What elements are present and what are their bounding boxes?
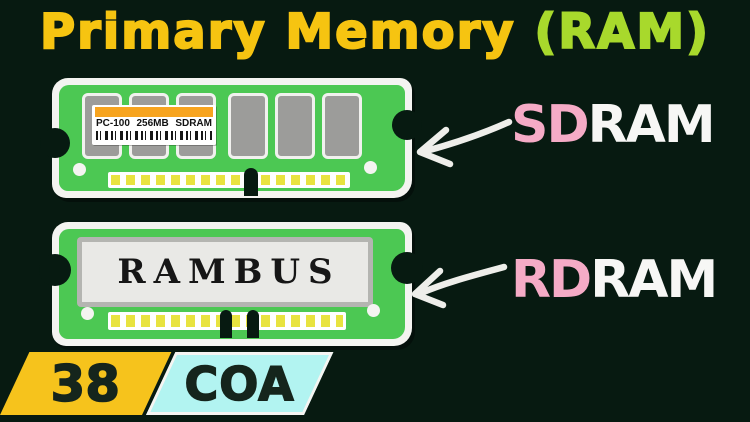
side-notch	[392, 110, 422, 140]
edge-connector-notch	[220, 310, 232, 338]
rdram-label-suffix: RAM	[590, 250, 718, 310]
memory-chip	[322, 93, 362, 159]
memory-chip	[228, 93, 268, 159]
memory-chip	[275, 93, 315, 159]
sticker-orange-bar	[95, 107, 213, 117]
title-ram: (RAM)	[533, 4, 711, 60]
arrow-left-icon	[405, 250, 510, 314]
sticker-type: SDRAM	[175, 118, 212, 129]
sticker-speed: PC-100	[96, 118, 130, 129]
rdram-label: RDRAM	[511, 254, 718, 306]
page-title: Primary Memory (RAM)	[0, 4, 750, 60]
rdram-label-prefix: RD	[511, 250, 592, 310]
sticker-capacity: 256MB	[136, 118, 169, 129]
rambus-logo-text: RAMBUS	[82, 242, 368, 302]
mounting-hole	[81, 307, 94, 320]
course-code: COA	[184, 356, 296, 412]
course-badge: COA	[146, 352, 334, 415]
barcode	[96, 131, 212, 140]
pin-strip	[108, 172, 350, 188]
edge-connector-notch	[244, 168, 258, 196]
sticker-text-row: PC-100 256MB SDRAM	[92, 118, 216, 130]
mounting-hole	[367, 304, 380, 317]
rdram-module-illustration: RAMBUS	[39, 222, 423, 346]
title-primary-memory: Primary Memory	[39, 4, 535, 60]
sdram-module-illustration: PC-100 256MB SDRAM	[40, 78, 422, 198]
episode-number-badge: 38	[0, 352, 172, 415]
side-notch	[39, 254, 71, 286]
pin-row	[111, 175, 347, 185]
mounting-hole	[364, 161, 377, 174]
sdram-label-suffix: RAM	[587, 95, 716, 155]
episode-number: 38	[50, 354, 121, 414]
sdram-label-prefix: SD	[511, 95, 590, 155]
rdram-heat-spreader: RAMBUS	[77, 237, 373, 307]
mounting-hole	[73, 163, 86, 176]
side-notch	[40, 128, 70, 158]
sdram-sticker: PC-100 256MB SDRAM	[92, 105, 216, 145]
edge-connector-notch	[247, 310, 259, 338]
arrow-left-icon	[408, 106, 516, 174]
sdram-label: SDRAM	[511, 99, 716, 151]
side-notch	[391, 252, 423, 284]
